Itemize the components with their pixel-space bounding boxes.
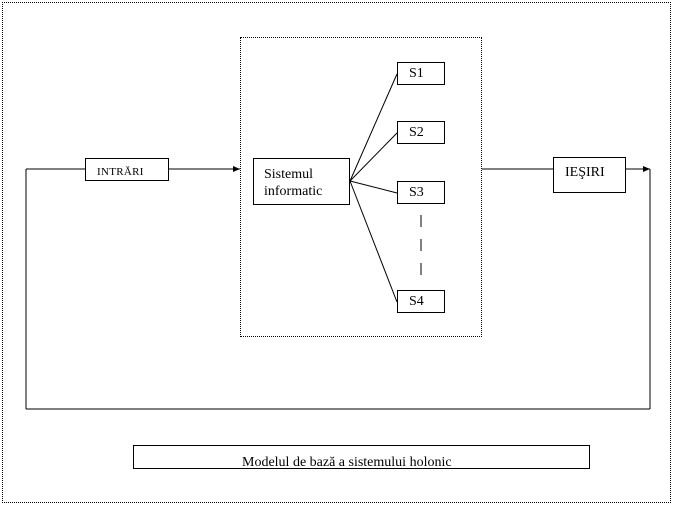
information-system-box: Sistemul informatic [253, 158, 350, 205]
subsystem-s2-box: S2 [397, 121, 445, 144]
subsystem-s4-box: S4 [397, 290, 445, 313]
outer-frame [2, 2, 671, 503]
inputs-label: INTRĂRI [97, 166, 144, 178]
subsystem-s2-label: S2 [409, 125, 424, 140]
subsystem-s1-box: S1 [397, 62, 445, 85]
subsystem-s3-box: S3 [397, 181, 445, 204]
outputs-label: IEŞIRI [565, 165, 605, 180]
subsystem-s1-label: S1 [409, 66, 424, 81]
branch-s2 [349, 132, 398, 182]
branch-s1 [349, 73, 398, 182]
branch-s3 [349, 180, 398, 194]
information-system-label: Sistemul informatic [264, 167, 323, 199]
outputs-box: IEŞIRI [553, 157, 626, 193]
information-system-boundary [240, 37, 482, 337]
subsystem-s3-label: S3 [409, 185, 424, 200]
caption-box: Modelul de bază a sistemului holonic [133, 445, 590, 469]
branch-s4 [349, 180, 398, 303]
caption-text: Modelul de bază a sistemului holonic [242, 455, 452, 469]
subsystem-s4-label: S4 [409, 294, 424, 309]
inputs-box: INTRĂRI [85, 158, 169, 181]
